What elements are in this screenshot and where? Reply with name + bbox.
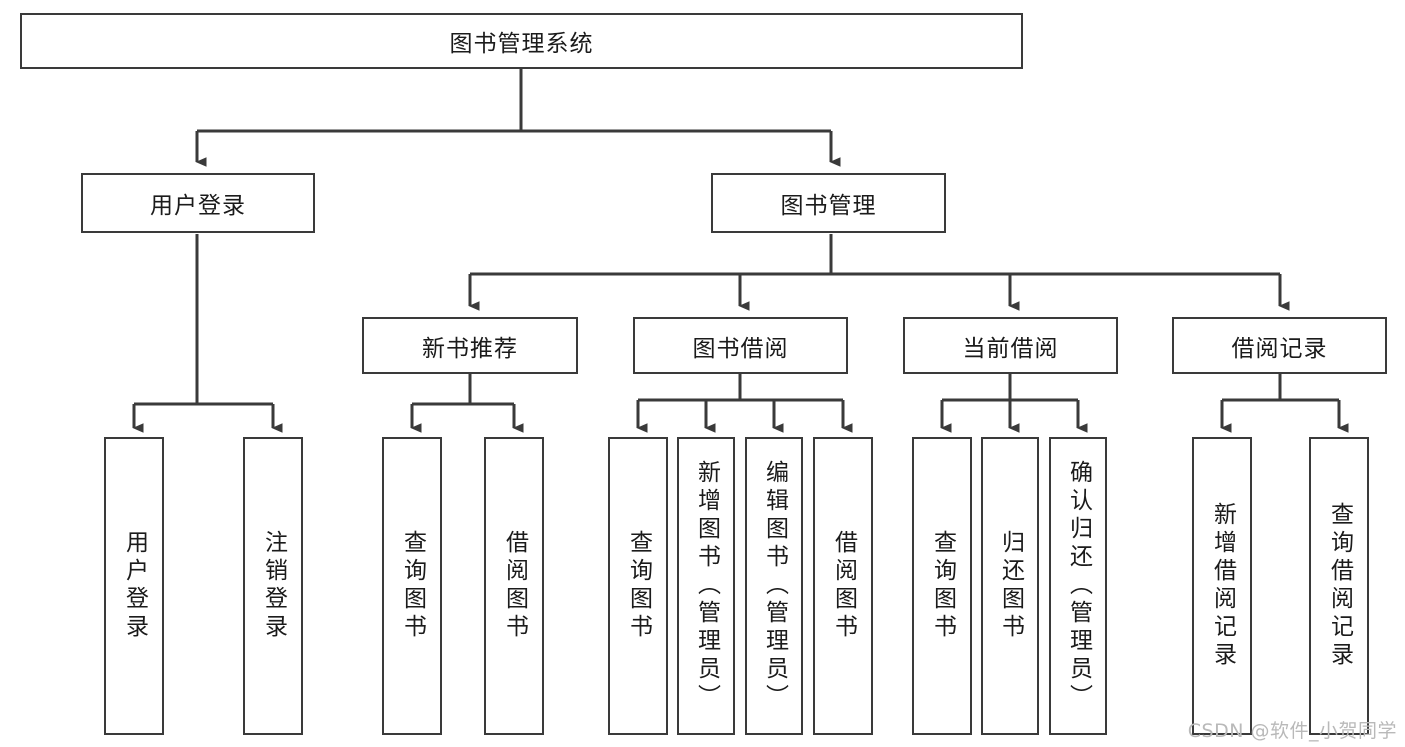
- leaf-query-record[interactable]: 查询借阅记录: [1309, 437, 1369, 735]
- node-label: 图书管理系统: [449, 31, 594, 57]
- node-label: 查询借阅记录: [1326, 502, 1353, 670]
- node-label: 新书推荐: [422, 335, 518, 362]
- leaf-add-record[interactable]: 新增借阅记录: [1192, 437, 1252, 735]
- leaf-return-book[interactable]: 归还图书: [981, 437, 1039, 735]
- node-label: 用户登录: [150, 193, 246, 219]
- node-label: 图书借阅: [692, 335, 789, 362]
- node-borrow-record[interactable]: 借阅记录: [1172, 317, 1387, 374]
- leaf-borrow-book-1[interactable]: 借阅图书: [484, 437, 544, 735]
- leaf-borrow-book-2[interactable]: 借阅图书: [813, 437, 873, 735]
- node-label: 编辑图书（管理员）: [761, 460, 788, 712]
- leaf-edit-book[interactable]: 编辑图书（管理员）: [745, 437, 803, 735]
- node-user-login[interactable]: 用户登录: [81, 173, 315, 233]
- node-label: 借阅图书: [501, 530, 528, 642]
- node-label: 查询图书: [929, 530, 956, 642]
- node-label: 新增借阅记录: [1209, 502, 1236, 670]
- node-label: 归还图书: [997, 530, 1024, 642]
- node-label: 新增图书（管理员）: [693, 460, 720, 712]
- node-book-manage[interactable]: 图书管理: [711, 173, 946, 233]
- node-label: 当前借阅: [962, 335, 1059, 362]
- leaf-confirm-return[interactable]: 确认归还（管理员）: [1049, 437, 1107, 735]
- leaf-query-book-2[interactable]: 查询图书: [608, 437, 668, 735]
- watermark-text: CSDN @软件_小贺同学: [1187, 720, 1397, 742]
- leaf-query-book-1[interactable]: 查询图书: [382, 437, 442, 735]
- node-label: 图书管理: [780, 193, 877, 219]
- node-root-book-management-system[interactable]: 图书管理系统: [20, 13, 1023, 69]
- node-label: 确认归还（管理员）: [1065, 460, 1092, 712]
- node-current-borrow[interactable]: 当前借阅: [903, 317, 1118, 374]
- node-label: 注销登录: [260, 530, 287, 642]
- leaf-add-book[interactable]: 新增图书（管理员）: [677, 437, 735, 735]
- node-label: 查询图书: [625, 530, 652, 642]
- leaf-query-book-3[interactable]: 查询图书: [912, 437, 972, 735]
- node-label: 借阅图书: [830, 530, 857, 642]
- node-new-book-recommend[interactable]: 新书推荐: [362, 317, 578, 374]
- node-label: 查询图书: [399, 530, 426, 642]
- node-label: 用户登录: [121, 530, 148, 642]
- node-label: 借阅记录: [1231, 335, 1328, 362]
- leaf-user-logout[interactable]: 注销登录: [243, 437, 303, 735]
- leaf-user-login[interactable]: 用户登录: [104, 437, 164, 735]
- node-book-borrow[interactable]: 图书借阅: [633, 317, 848, 374]
